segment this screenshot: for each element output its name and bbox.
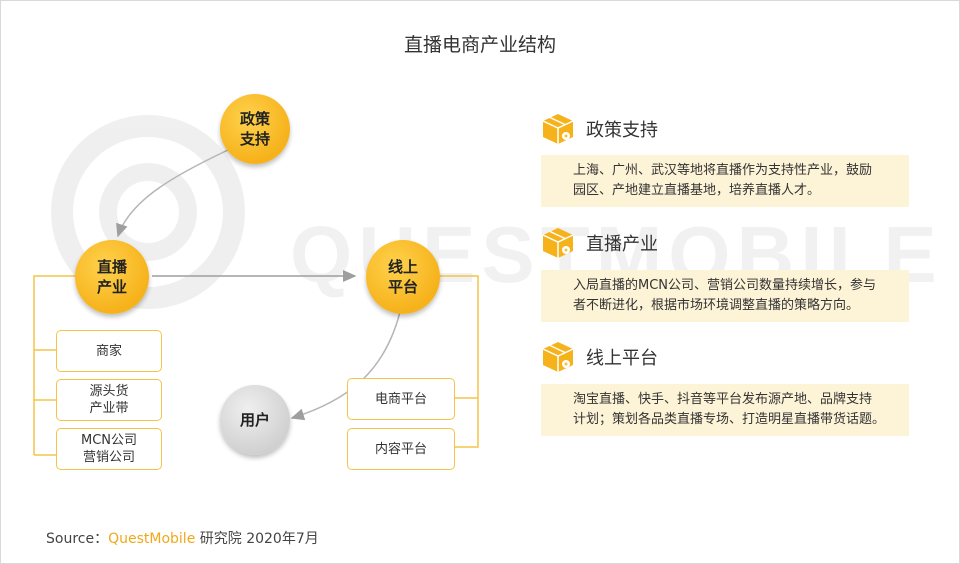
left-bracket [33,275,75,456]
box-merchant: 商家 [56,330,162,372]
section-platform-description: 淘宝直播、快手、抖音等平台发布源产地、品牌支持 计划；策划各品类直播专场、打造明… [541,384,909,436]
box-mcn-marketing: MCN公司营销公司 [56,428,162,470]
source-note: Source：QuestMobile 研究院 2020年7月 [46,528,319,548]
section-live-description: 入局直播的MCN公司、营销公司数量持续增长，参与 者不断进化，根据市场环境调整直… [541,270,909,322]
section-policy-description: 上海、广州、武汉等地将直播作为支持性产业，鼓励 园区、产地建立直播基地，培养直播… [541,155,909,207]
box-package-icon [542,114,574,144]
node-policy-support: 政策支持 [220,94,290,164]
box-package-icon [542,228,574,258]
section-live-heading: 直播产业 [540,226,658,260]
source-brand: QuestMobile [108,531,196,547]
section-policy-heading: 政策支持 [540,112,658,146]
box-content-platform: 内容平台 [347,428,455,470]
node-live-industry: 直播产业 [75,240,149,314]
node-online-platform: 线上平台 [366,240,440,314]
section-heading-label: 政策支持 [586,120,658,141]
source-prefix: Source： [46,531,109,547]
box-ecommerce-platform: 电商平台 [347,378,455,420]
arrow-policy-to-live [116,149,229,238]
section-heading-label: 线上平台 [586,348,658,369]
box-source-industry-belt: 源头货产业带 [56,379,162,421]
node-user: 用户 [220,385,290,455]
section-platform-heading: 线上平台 [540,340,658,374]
right-bracket [440,275,479,448]
box-package-icon [542,342,574,372]
source-suffix: 研究院 2020年7月 [195,531,319,547]
diagram-title: 直播电商产业结构 [403,34,556,56]
section-heading-label: 直播产业 [586,234,658,255]
